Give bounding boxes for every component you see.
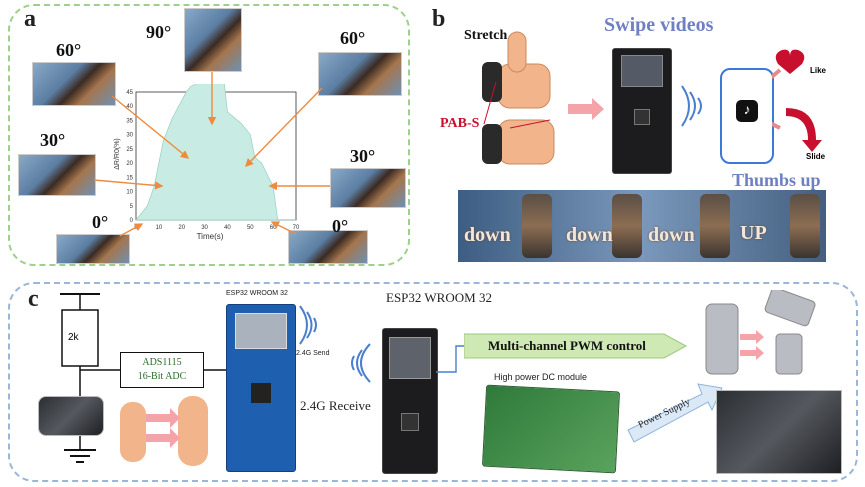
panel-c-frame [8, 282, 858, 482]
angle-label-30-left: 30° [40, 130, 66, 150]
chart-y-tick-label: 20 [126, 161, 133, 167]
photo-0deg-left [56, 234, 130, 264]
esp32-board-main [382, 328, 438, 474]
esp32-board-small [226, 304, 296, 472]
wifi-receive-icon [351, 343, 371, 383]
arrow-0-right [270, 221, 297, 235]
frame-phone-3 [700, 194, 730, 258]
adc-label-line2: 16-Bit ADC [137, 371, 187, 382]
frame-phone-1 [522, 194, 552, 258]
angle-label-0-left: 0° [92, 212, 109, 232]
dc-module-title: High power DC module [494, 372, 588, 382]
chart-y-tick-label: 5 [130, 204, 134, 210]
chart-y-tick-label: 30 [126, 133, 133, 139]
strip-word-1: down [464, 224, 511, 246]
arrow-60-left [111, 95, 190, 159]
chart-y-tick-label: 40 [126, 104, 133, 110]
strip-word-2: down [566, 224, 613, 246]
stretch-label: Stretch [464, 28, 508, 43]
arrow-0-left [119, 223, 144, 237]
like-label: Like [810, 66, 827, 75]
chart-x-tick-label: 70 [293, 225, 300, 231]
chart-y-tick-label: 10 [126, 190, 133, 196]
thumbs-up-hand-icon [482, 31, 551, 109]
tiktok-icon: ♪ [736, 100, 758, 122]
panel-a-arrows [93, 72, 330, 237]
thumbs-down-hand-icon [482, 119, 555, 165]
angle-label-30-right: 30° [350, 146, 376, 166]
chart-x-tick-label: 40 [224, 225, 231, 231]
photo-90deg [184, 8, 242, 72]
robotic-finger-illustration [705, 290, 816, 375]
strip-word-4: UP [740, 222, 767, 244]
chart-x-tick-label: 50 [247, 225, 254, 231]
angle-label-90: 90° [146, 22, 172, 42]
chart-y-ticks: 0 5 10 15 20 25 30 35 40 45 [126, 90, 133, 224]
panel-a-letter: a [24, 6, 36, 32]
panel-b-letter: b [432, 6, 446, 32]
panel-a-frame [8, 4, 410, 266]
slide-arrow-icon [786, 108, 822, 152]
dc-power-module [481, 384, 621, 474]
photo-60deg-left [32, 62, 116, 106]
resistor-label: 2k [68, 332, 79, 343]
frame-phone-4 [790, 194, 820, 258]
receive-label: 2.4G Receive [300, 398, 371, 413]
wifi-send-icon [299, 305, 317, 345]
chart-y-tick-label: 0 [130, 218, 134, 224]
chart-x-tick-label: 20 [178, 225, 185, 231]
chart-y-tick-label: 35 [126, 118, 133, 124]
panel-c-letter: c [28, 286, 39, 312]
arrow-30-left [93, 179, 164, 190]
esp-main-title: ESP32 WROOM 32 [386, 290, 492, 305]
adc-label-line1: ADS1115 [142, 357, 182, 368]
pwm-label: Multi-channel PWM control [488, 338, 646, 353]
chart-y-tick-label: 45 [126, 90, 133, 96]
resistor-icon [61, 309, 99, 367]
chart-y-label: ΔR/R0(%) [114, 138, 121, 170]
heart-icon [775, 49, 805, 74]
adc-box: ADS1115 16-Bit ADC [120, 352, 204, 388]
pwm-banner [464, 333, 688, 359]
arrow-to-board [568, 98, 604, 120]
chart-x-tick-label: 30 [201, 225, 208, 231]
pabs-label: PAB-S [440, 116, 480, 131]
reaction-icons [772, 49, 822, 152]
wifi-signal-icon-b [681, 85, 702, 127]
chart-y-tick-label: 15 [126, 175, 133, 181]
slide-label: Slide [806, 152, 826, 161]
sensor-sample [38, 396, 104, 436]
esp-small-title: ESP32 WROOM 32 [226, 290, 288, 297]
video-frame-strip [458, 190, 826, 262]
esp32-board-b [612, 48, 672, 174]
hand-illustrations [482, 31, 555, 165]
photo-60deg-right [318, 52, 402, 96]
photo-0deg-right [288, 230, 368, 264]
strip-word-3: down [648, 224, 695, 246]
angle-label-60-right: 60° [340, 28, 366, 48]
arrow-60-right [245, 87, 323, 168]
angle-label-60-left: 60° [56, 40, 82, 60]
pwm-connector [436, 345, 464, 373]
send-label: 2.4G Send [296, 350, 330, 357]
swipe-videos-title: Swipe videos [604, 14, 714, 36]
photo-30deg-left [18, 154, 96, 196]
robotic-hand-photo [716, 390, 842, 474]
chart-x-tick-label: 10 [156, 225, 163, 231]
thumbs-up-title: Thumbs up [732, 170, 821, 190]
chart-y-tick-label: 25 [126, 147, 133, 153]
chart-x-label: Time(s) [197, 232, 224, 241]
arm-bend-illustration [120, 396, 208, 466]
photo-30deg-right [330, 168, 406, 208]
chart-area-series [135, 84, 296, 221]
voltage-divider-circuit [60, 293, 228, 463]
angle-label-0-right: 0° [332, 216, 349, 236]
phone-icon: ♪ [720, 68, 774, 164]
frame-phone-2 [612, 194, 642, 258]
